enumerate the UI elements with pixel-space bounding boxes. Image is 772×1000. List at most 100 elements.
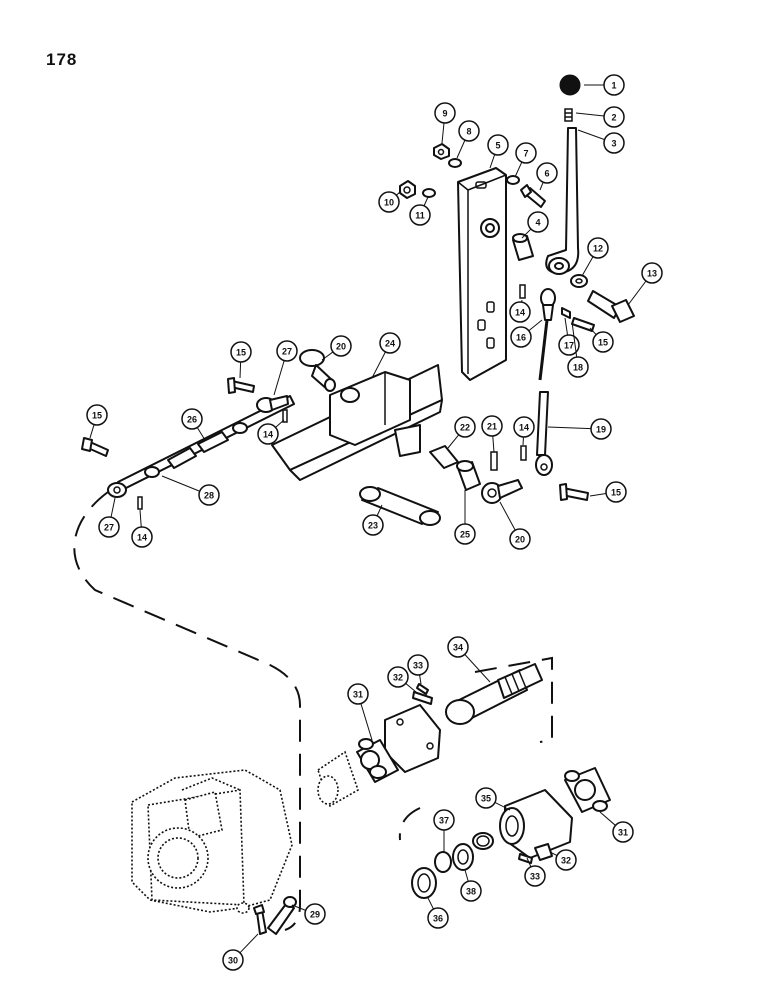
callout-balloon bbox=[641, 262, 663, 284]
callout-label: 33 bbox=[530, 872, 540, 882]
right-clevis-upper bbox=[256, 395, 289, 413]
callout-label: 2 bbox=[611, 113, 616, 123]
callout-label: 10 bbox=[384, 198, 394, 208]
callout-balloon bbox=[222, 949, 244, 971]
callout-balloon bbox=[447, 636, 469, 658]
callout-balloon bbox=[458, 120, 480, 142]
callout-label: 26 bbox=[187, 415, 197, 425]
callout-balloon bbox=[509, 301, 531, 323]
callout-label: 32 bbox=[393, 673, 403, 683]
callout-31: 31 bbox=[599, 811, 634, 843]
callout-balloon bbox=[487, 134, 509, 156]
leader-line bbox=[627, 280, 647, 306]
small-washer bbox=[422, 188, 436, 198]
leader-line bbox=[291, 904, 306, 911]
callout-label: 31 bbox=[353, 690, 363, 700]
callout-label: 38 bbox=[466, 887, 476, 897]
leader-line bbox=[110, 497, 116, 518]
callout-27: 27 bbox=[273, 340, 298, 396]
pivot-bolt bbox=[587, 290, 635, 323]
washer bbox=[448, 158, 462, 168]
leader-line bbox=[376, 504, 383, 517]
callout-balloon bbox=[515, 142, 537, 164]
callout-balloon bbox=[454, 416, 476, 438]
callout-label: 31 bbox=[618, 828, 628, 838]
bushing-right bbox=[232, 422, 248, 434]
callout-5: 5 bbox=[487, 134, 509, 169]
callout-12: 12 bbox=[581, 237, 609, 277]
callout-1: 1 bbox=[584, 74, 625, 96]
leader-line bbox=[456, 139, 466, 159]
leader-line bbox=[427, 897, 434, 910]
callout-label: 37 bbox=[439, 816, 449, 826]
callout-balloon bbox=[587, 237, 609, 259]
clevis-pin bbox=[561, 307, 571, 319]
seal-ring bbox=[472, 832, 494, 850]
callout-balloon bbox=[230, 341, 252, 363]
leader-line bbox=[494, 802, 511, 811]
callout-14: 14 bbox=[257, 419, 285, 445]
leader-line bbox=[89, 424, 95, 439]
callout-label: 9 bbox=[442, 109, 447, 119]
universal-joint-lower bbox=[564, 767, 611, 813]
lock-strap bbox=[412, 691, 433, 705]
leader-line bbox=[396, 190, 402, 196]
callout-label: 14 bbox=[515, 308, 525, 318]
oil-seal bbox=[411, 867, 437, 899]
callout-label: 8 bbox=[466, 127, 471, 137]
callout-balloon bbox=[603, 106, 625, 128]
leader-line bbox=[526, 857, 532, 868]
callout-label: 34 bbox=[453, 643, 463, 653]
callout-6: 6 bbox=[536, 162, 558, 191]
leader-line bbox=[575, 112, 605, 117]
callout-23: 23 bbox=[362, 504, 384, 536]
callout-label: 33 bbox=[413, 661, 423, 671]
callout-35: 35 bbox=[475, 787, 511, 811]
callout-36: 36 bbox=[427, 897, 449, 929]
callout-19: 19 bbox=[547, 418, 612, 440]
leader-line bbox=[464, 869, 469, 882]
callout-label: 22 bbox=[460, 423, 470, 433]
callout-balloon bbox=[481, 415, 503, 437]
support-bracket bbox=[457, 167, 507, 381]
callout-balloon bbox=[460, 880, 482, 902]
dashed-coupler-group-outline bbox=[398, 807, 421, 841]
callout-label: 32 bbox=[561, 856, 571, 866]
callout-label: 15 bbox=[611, 488, 621, 498]
pin-bolt bbox=[571, 317, 595, 332]
callout-label: 27 bbox=[104, 523, 114, 533]
callout-balloon bbox=[510, 326, 532, 348]
callout-4: 4 bbox=[521, 211, 549, 239]
callout-label: 18 bbox=[573, 363, 583, 373]
callout-28: 28 bbox=[161, 475, 220, 506]
leader-line bbox=[571, 321, 578, 358]
small-bolt bbox=[416, 683, 429, 695]
bolt-upper bbox=[227, 377, 255, 394]
callout-13: 13 bbox=[627, 262, 663, 306]
leader-line bbox=[239, 933, 259, 954]
callout-26: 26 bbox=[181, 408, 206, 441]
spring-pin-lower bbox=[520, 445, 527, 461]
callout-balloon bbox=[379, 332, 401, 354]
callout-8: 8 bbox=[456, 120, 480, 159]
dashed-shaft-group-outline bbox=[474, 656, 553, 743]
upper-clevis bbox=[540, 288, 556, 321]
callout-14: 14 bbox=[509, 299, 531, 323]
callout-balloon bbox=[524, 865, 546, 887]
key bbox=[490, 451, 498, 471]
shifter-housing bbox=[271, 364, 443, 481]
leader-line bbox=[528, 319, 543, 332]
bearing-nut bbox=[452, 843, 474, 871]
leader-line bbox=[521, 228, 532, 239]
callout-label: 15 bbox=[236, 348, 246, 358]
shift-arm-external bbox=[267, 896, 297, 935]
callout-7: 7 bbox=[514, 142, 537, 178]
callout-label: 11 bbox=[415, 211, 425, 221]
callout-label: 21 bbox=[487, 422, 497, 432]
leader-line bbox=[589, 327, 597, 336]
coupler-yoke bbox=[317, 750, 359, 808]
callout-label: 12 bbox=[593, 244, 603, 254]
callout-balloon bbox=[605, 481, 627, 503]
callout-balloon bbox=[590, 418, 612, 440]
leader-line bbox=[547, 426, 592, 430]
